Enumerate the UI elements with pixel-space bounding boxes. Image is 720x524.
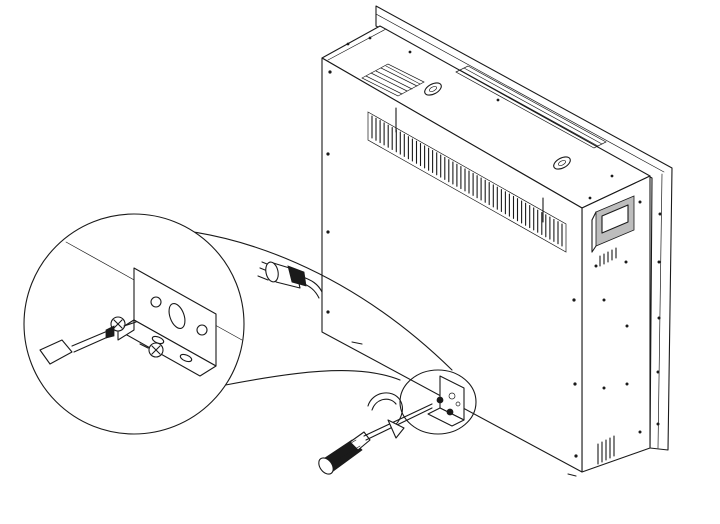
mounting-bracket-installed [427, 375, 465, 427]
detail-marker-circle [399, 369, 477, 435]
top-mount-slots [424, 82, 571, 170]
handle [591, 195, 635, 253]
heater-unit [321, 25, 651, 477]
screws [110, 316, 164, 358]
power-plug [257, 261, 323, 299]
screwdriver [318, 403, 433, 475]
side-face-screw-holes [594, 200, 642, 434]
frame-screw-holes [656, 212, 662, 426]
back-face [321, 57, 583, 473]
top-vent-grille [361, 63, 425, 97]
mounting-bracket [117, 267, 217, 377]
side-vent-lower [597, 435, 615, 465]
side-vent-upper [599, 247, 617, 267]
rear-vent-slots [367, 107, 567, 253]
rotation-arrow [367, 392, 405, 439]
magnified-detail-circle [23, 213, 245, 435]
top-long-vent [455, 65, 607, 149]
screwdriver-tip [39, 325, 115, 365]
back-face-screw-holes [326, 36, 614, 458]
